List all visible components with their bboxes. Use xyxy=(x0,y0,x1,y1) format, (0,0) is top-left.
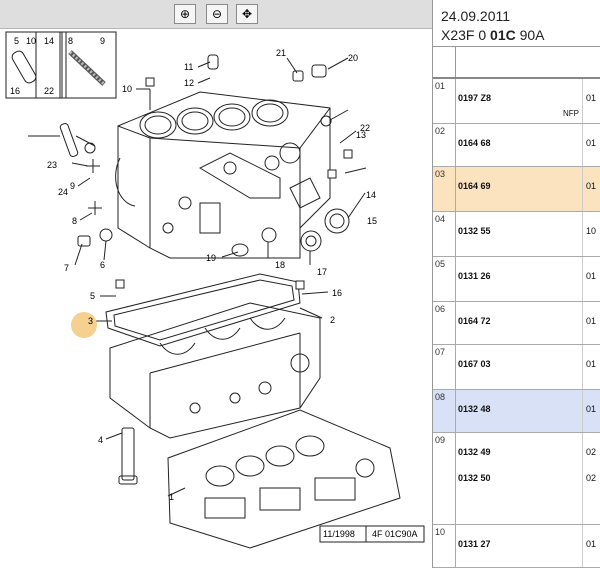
callout-13[interactable]: 13 xyxy=(356,130,366,140)
part-quantity: 01 xyxy=(586,271,597,281)
catalog-date: 24.09.2011 xyxy=(441,8,511,24)
part-reference[interactable]: 0167 03 xyxy=(458,359,491,369)
callout-7[interactable]: 7 xyxy=(64,263,69,273)
callout-10[interactable]: 10 xyxy=(122,84,132,94)
magnifier-minus-icon: ⊖ xyxy=(211,7,223,21)
part-row[interactable]: 09 0132 49 02 0132 50 02 xyxy=(433,433,600,525)
callout-5[interactable]: 5 xyxy=(90,291,95,301)
part-reference[interactable]: 0164 69 xyxy=(458,181,491,191)
pan-button[interactable]: ✥ xyxy=(236,4,258,24)
callout-1[interactable]: 1 xyxy=(169,492,174,502)
part-index: 06 xyxy=(435,304,446,314)
zoom-in-button[interactable]: ⊕ xyxy=(174,4,196,24)
callout-3[interactable]: 3 xyxy=(88,316,93,326)
diagram-toolbar: ⊕ ⊖ ✥ xyxy=(0,0,432,29)
callout-14[interactable]: 14 xyxy=(366,190,376,200)
crosshair-move-icon: ✥ xyxy=(241,7,253,21)
callout-22[interactable]: 22 xyxy=(360,123,370,133)
callout-21[interactable]: 21 xyxy=(276,48,286,58)
svg-text:22: 22 xyxy=(44,86,54,96)
diagram-footer-date: 11/1998 xyxy=(323,529,355,539)
magnifier-plus-icon: ⊕ xyxy=(179,7,191,21)
part-index: 10 xyxy=(435,527,446,537)
part-reference[interactable]: 0132 49 xyxy=(458,447,491,457)
callout-15[interactable]: 15 xyxy=(367,216,377,226)
cylinder-block xyxy=(115,91,331,259)
part-index: 07 xyxy=(435,347,446,357)
part-row[interactable]: 05 0131 26 01 xyxy=(433,257,600,302)
part-note: NFP xyxy=(563,109,579,118)
diagram-footer-code: 4F 01C90A xyxy=(372,529,418,539)
diagram-panel: ⊕ ⊖ ✥ xyxy=(0,0,433,568)
svg-text:9: 9 xyxy=(100,36,105,46)
svg-text:10: 10 xyxy=(26,36,36,46)
part-quantity: 02 xyxy=(586,447,597,457)
callout-24[interactable]: 24 xyxy=(58,187,68,197)
bolt xyxy=(121,427,135,481)
part-quantity: 01 xyxy=(586,138,597,148)
part-row[interactable]: 10 0131 27 01 xyxy=(433,525,600,568)
callout-19[interactable]: 19 xyxy=(206,253,216,263)
column-header-row xyxy=(433,47,600,79)
gasket-set xyxy=(167,409,401,549)
callout-2[interactable]: 2 xyxy=(330,315,335,325)
part-index: 03 xyxy=(435,169,446,179)
part-index: 05 xyxy=(435,259,446,269)
part-row[interactable]: 04 0132 55 10 xyxy=(433,212,600,257)
part-reference[interactable]: 0131 27 xyxy=(458,539,491,549)
part-index: 02 xyxy=(435,126,446,136)
callout-16[interactable]: 16 xyxy=(332,288,342,298)
upper-gasket xyxy=(105,273,301,347)
svg-text:8: 8 xyxy=(68,36,73,46)
engine-code: X23F 0 01C 90A xyxy=(441,27,545,43)
callout-20[interactable]: 20 xyxy=(348,53,358,63)
engine-block-exploded-diagram[interactable]: 5 10 14 8 9 16 22 1 2 3 4 5 6 7 8 9 10 1… xyxy=(0,28,432,568)
part-reference[interactable]: 0132 55 xyxy=(458,226,491,236)
part-quantity: 10 xyxy=(586,226,597,236)
part-row[interactable]: 07 0167 03 01 xyxy=(433,345,600,390)
lower-crankcase xyxy=(109,302,321,439)
zoom-out-button[interactable]: ⊖ xyxy=(206,4,228,24)
part-quantity: 01 xyxy=(586,93,597,103)
oil-seal xyxy=(324,208,350,234)
part-reference[interactable]: 0164 72 xyxy=(458,316,491,326)
callout-18[interactable]: 18 xyxy=(275,260,285,270)
callout-9[interactable]: 9 xyxy=(70,181,75,191)
part-row[interactable]: 03 0164 69 01 xyxy=(433,167,600,212)
part-index: 04 xyxy=(435,214,446,224)
part-reference[interactable]: 0132 50 xyxy=(458,473,491,483)
part-quantity: 01 xyxy=(586,404,597,414)
part-index: 01 xyxy=(435,81,446,91)
part-reference[interactable]: 0197 Z8 xyxy=(458,93,492,103)
part-row[interactable]: 06 0164 72 01 xyxy=(433,302,600,345)
callout-8[interactable]: 8 xyxy=(72,216,77,226)
parts-header: 24.09.2011 X23F 0 01C 90A xyxy=(433,0,600,46)
part-reference[interactable]: 0164 68 xyxy=(458,138,491,148)
part-reference[interactable]: 0132 48 xyxy=(458,404,491,414)
callout-6[interactable]: 6 xyxy=(100,260,105,270)
part-quantity: 01 xyxy=(586,359,597,369)
callout-17[interactable]: 17 xyxy=(317,267,327,277)
part-row[interactable]: 02 0164 68 01 xyxy=(433,124,600,167)
selection-marker xyxy=(71,312,97,338)
part-reference[interactable]: 0131 26 xyxy=(458,271,491,281)
svg-text:16: 16 xyxy=(10,86,20,96)
part-quantity: 01 xyxy=(586,181,597,191)
part-quantity: 02 xyxy=(586,473,597,483)
part-row[interactable]: 08 0132 48 01 xyxy=(433,390,600,433)
callout-12[interactable]: 12 xyxy=(184,78,194,88)
svg-text:14: 14 xyxy=(44,36,54,46)
callout-4[interactable]: 4 xyxy=(98,435,103,445)
callout-11[interactable]: 11 xyxy=(184,62,193,72)
part-index: 09 xyxy=(435,435,446,445)
part-index: 08 xyxy=(435,392,446,402)
part-quantity: 01 xyxy=(586,539,597,549)
part-quantity: 01 xyxy=(586,316,597,326)
svg-text:5: 5 xyxy=(14,36,19,46)
callout-23[interactable]: 23 xyxy=(47,160,57,170)
